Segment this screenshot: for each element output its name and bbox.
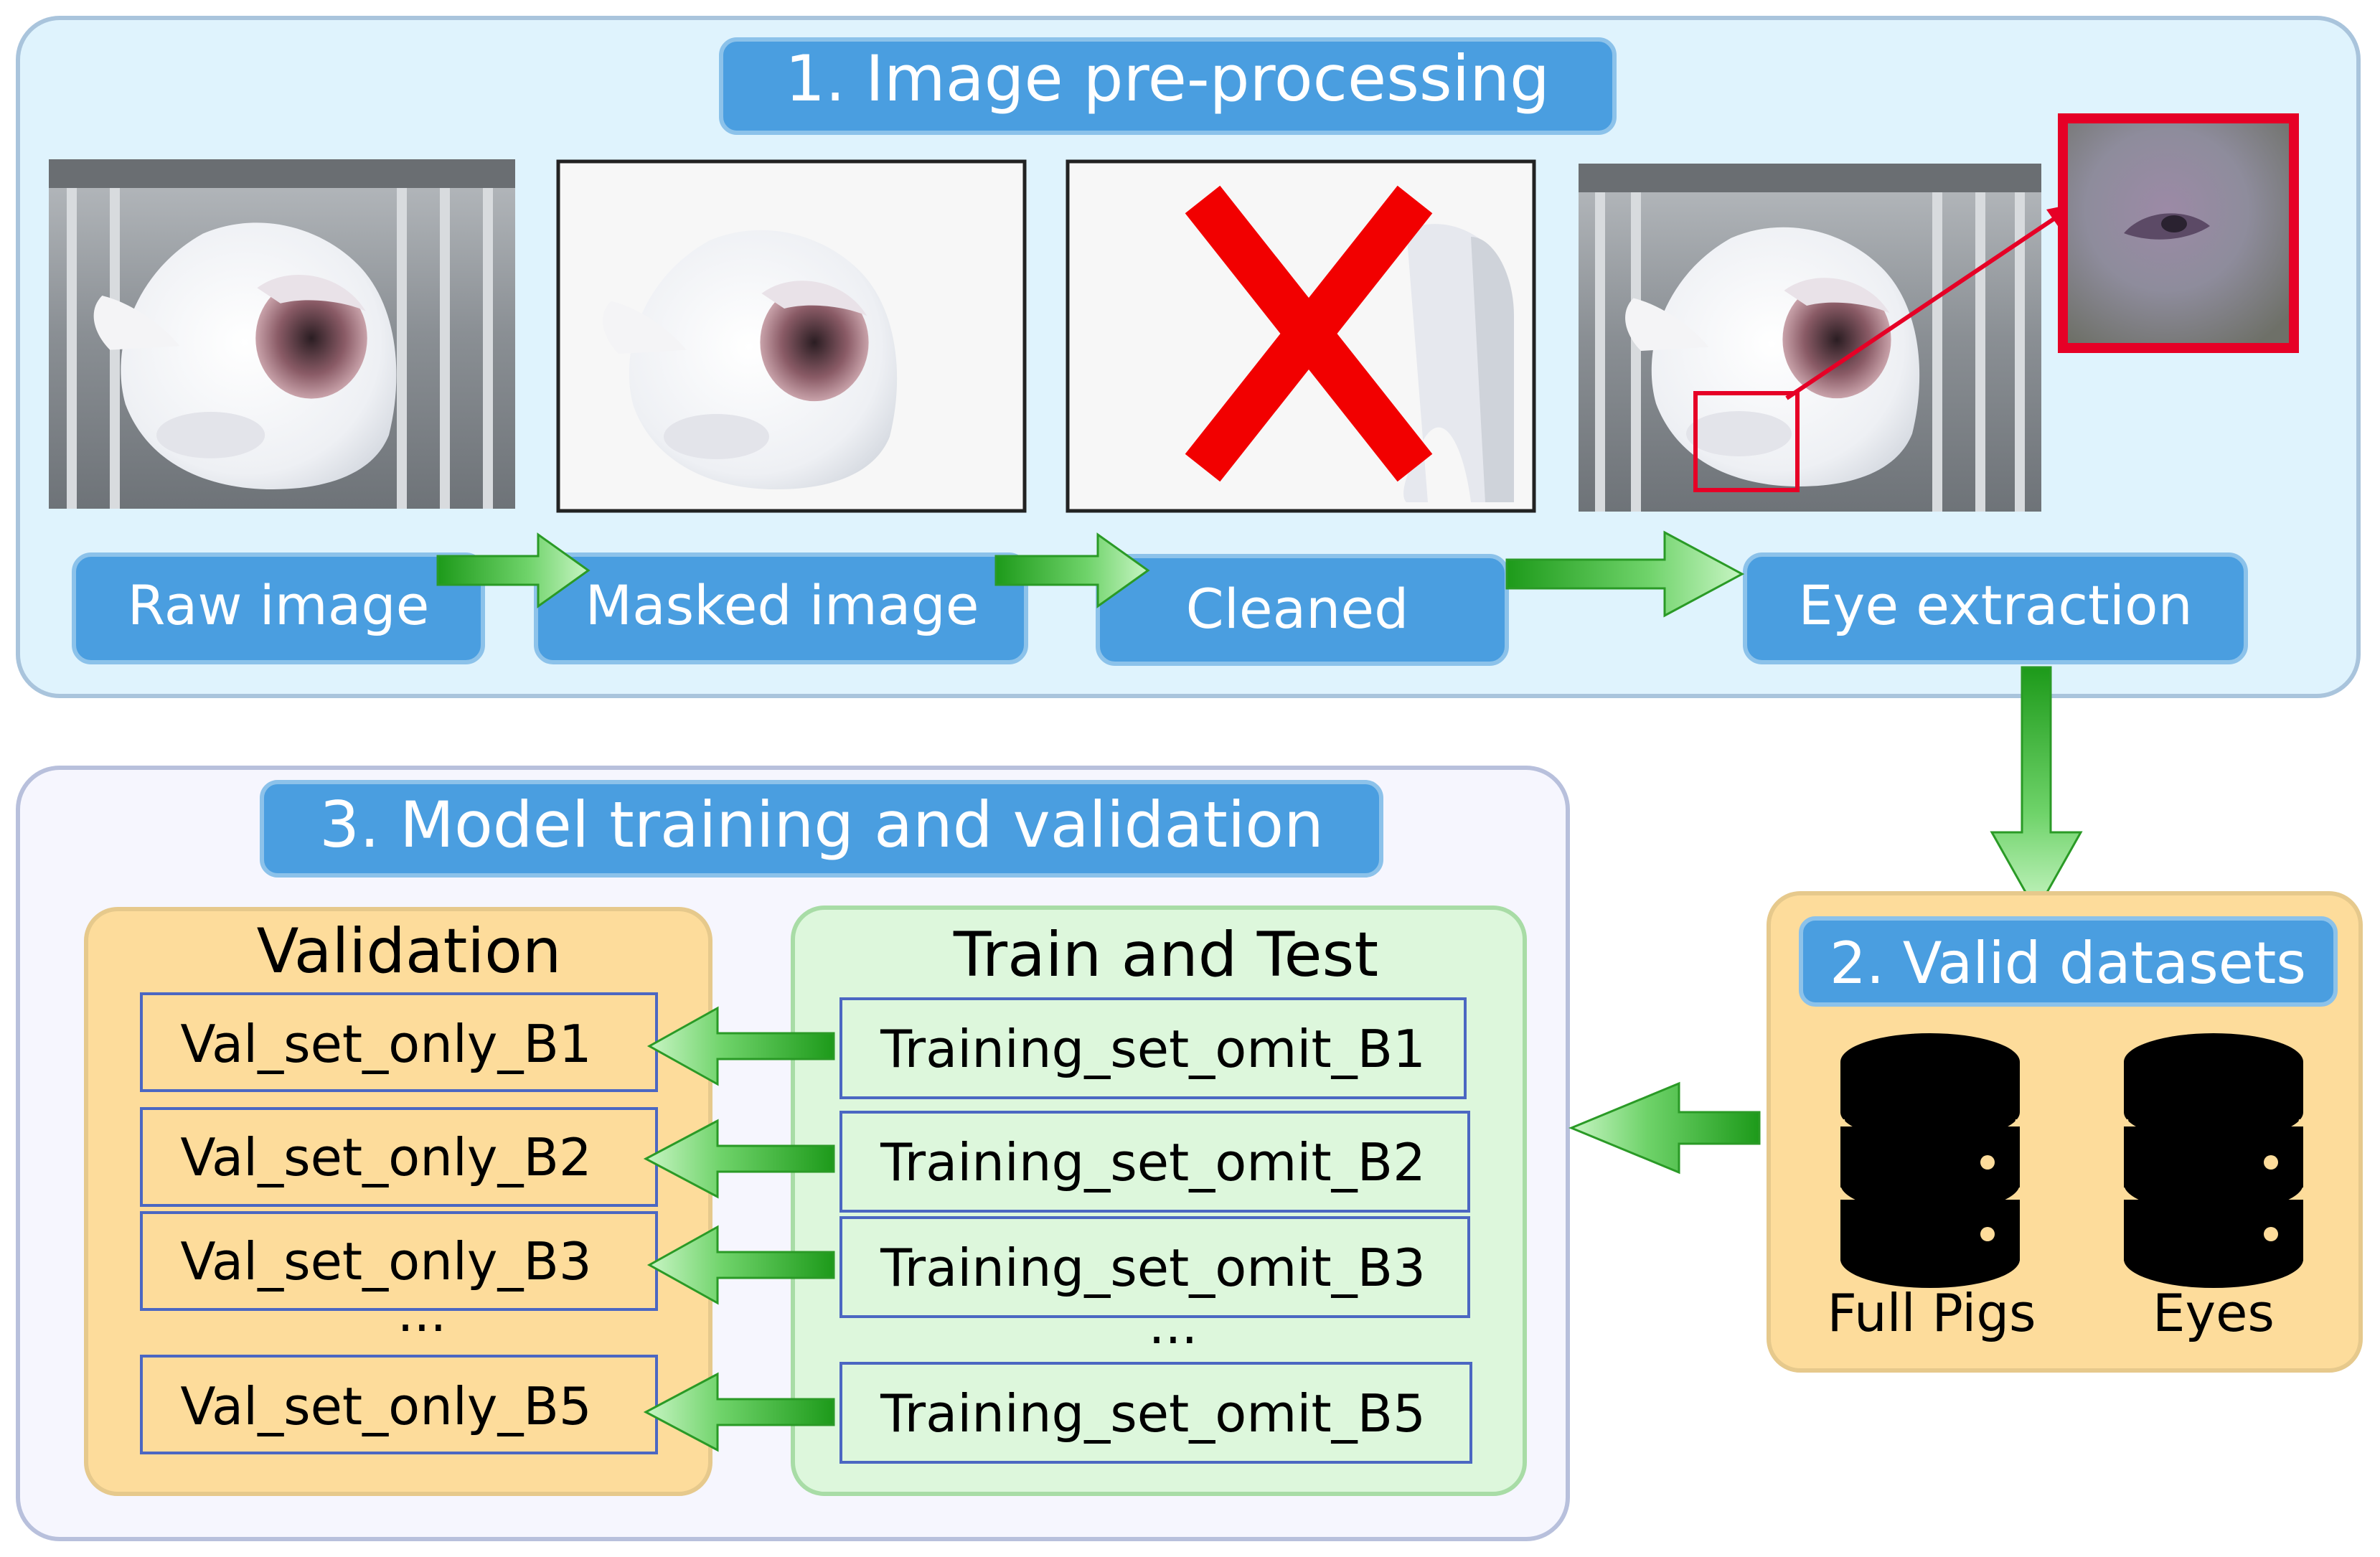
- step-raw-image: Raw image: [72, 552, 485, 664]
- validation-set-b1: Val_set_only_B1: [140, 992, 658, 1092]
- arrow-cleaned-to-eye: [1505, 530, 1745, 618]
- validation-ellipsis: ...: [398, 1283, 447, 1343]
- training-ellipsis: ...: [1149, 1295, 1198, 1355]
- eye-zoom-image: [2058, 113, 2299, 353]
- svg-text:Val_set_only_B2: Val_set_only_B2: [180, 1127, 591, 1187]
- svg-text:Raw image: Raw image: [128, 573, 430, 637]
- svg-text:Val_set_only_B5: Val_set_only_B5: [180, 1376, 591, 1436]
- arrow-masked-to-cleaned: [994, 532, 1150, 608]
- svg-text:Val_set_only_B1: Val_set_only_B1: [180, 1014, 591, 1074]
- eye-extraction-image: [1579, 164, 2077, 512]
- svg-text:Masked image: Masked image: [585, 573, 979, 637]
- dataset-eyes-label: Eyes: [2153, 1283, 2275, 1343]
- arrow-eye-to-datasets: [1990, 666, 2083, 914]
- step-masked-image: Masked image: [534, 552, 1028, 664]
- masked-image: [556, 159, 1027, 513]
- training-set-b2: Training_set_omit_B2: [839, 1111, 1470, 1213]
- svg-text:Eye extraction: Eye extraction: [1798, 573, 2192, 637]
- datasets-title: 2. Valid datasets: [1830, 930, 2306, 997]
- raw-image: [49, 159, 515, 509]
- validation-title: Validation: [257, 916, 562, 987]
- training-set-b5: Training_set_omit_B5: [839, 1362, 1472, 1464]
- preprocessing-title: 1. Image pre-processing: [785, 42, 1550, 116]
- training-title: 3. Model training and validation: [319, 788, 1324, 862]
- cross-mark-icon: [1185, 185, 1433, 482]
- svg-text:Training_set_omit_B2: Training_set_omit_B2: [880, 1132, 1426, 1193]
- svg-text:Training_set_omit_B3: Training_set_omit_B3: [880, 1238, 1426, 1298]
- cleaned-image: [1066, 159, 1536, 513]
- svg-text:Cleaned: Cleaned: [1186, 577, 1409, 641]
- arrow-raw-to-masked: [436, 532, 591, 608]
- validation-set-b2: Val_set_only_B2: [140, 1107, 658, 1207]
- validation-set-b3: Val_set_only_B3: [140, 1211, 658, 1311]
- database-icon: [1836, 1033, 2024, 1288]
- eye-region-highlight: [1693, 391, 1800, 492]
- training-set-b3: Training_set_omit_B3: [839, 1216, 1470, 1318]
- arrow-train-to-val-b3: [646, 1225, 835, 1305]
- arrow-train-to-val-b5: [643, 1372, 835, 1452]
- arrow-train-to-val-b1: [646, 1006, 835, 1086]
- datasets-title-box: [1799, 916, 2338, 1007]
- step-cleaned: Cleaned: [1096, 554, 1509, 666]
- dataset-full-pigs-label: Full Pigs: [1827, 1283, 2036, 1343]
- validation-set-b5: Val_set_only_B5: [140, 1355, 658, 1454]
- svg-text:Training_set_omit_B5: Training_set_omit_B5: [880, 1383, 1426, 1444]
- train-test-title: Train and Test: [953, 919, 1378, 991]
- training-set-b1: Training_set_omit_B1: [839, 997, 1467, 1099]
- preprocessing-title-box: [719, 37, 1617, 135]
- arrow-train-to-val-b2: [643, 1119, 835, 1199]
- database-icon: [2120, 1033, 2308, 1288]
- arrow-datasets-to-training: [1568, 1081, 1761, 1175]
- svg-text:Training_set_omit_B1: Training_set_omit_B1: [880, 1019, 1426, 1079]
- step-eye-extraction: Eye extraction: [1743, 552, 2248, 664]
- training-title-box: [260, 780, 1383, 878]
- svg-text:Val_set_only_B3: Val_set_only_B3: [180, 1231, 591, 1292]
